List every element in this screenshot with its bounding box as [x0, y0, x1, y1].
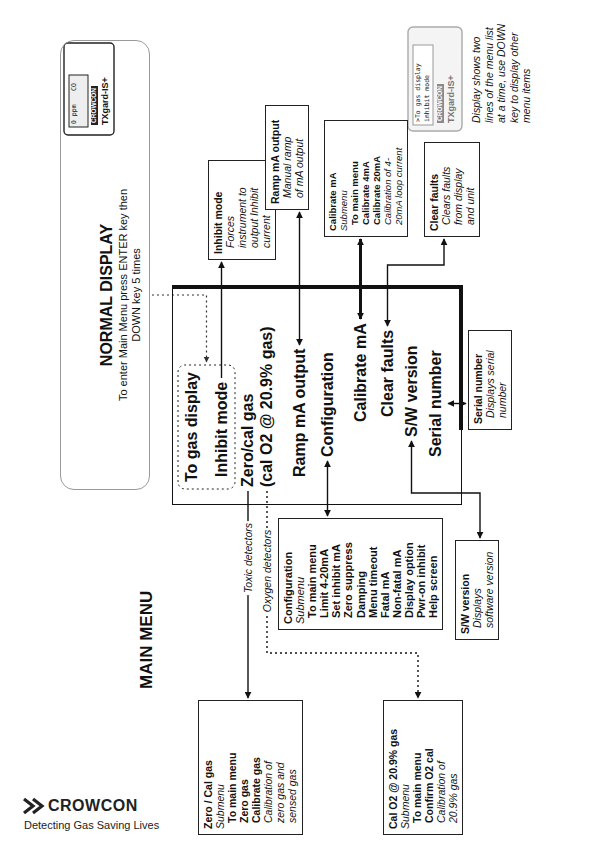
submenu-box: Zero / Cal gasSubmenuTo main menuZero ga… [198, 700, 303, 835]
menu-item: Calibrate mA [350, 321, 371, 424]
menu-connector [359, 239, 362, 319]
submenu-option: Help screen [427, 524, 439, 624]
menu-item-text: To gas display [182, 372, 201, 482]
menu-item: Configuration [317, 350, 338, 459]
submenu-option: Limit 4-20mA [318, 524, 330, 624]
submenu-box: Serial numberDisplays serial number [468, 330, 512, 430]
menu-item-text: Inhibit mode [212, 382, 231, 477]
submenu-option: Calibrate 20mA [372, 126, 383, 231]
connector-label: Oxygen detectors [261, 528, 274, 614]
menu-item-text: Clear faults [378, 330, 397, 417]
dotted-group-outline [178, 365, 235, 489]
submenu-option: Calibrate 4mA [361, 126, 372, 231]
description-text: Calibration of 4-20mA loop current [383, 147, 405, 231]
submenu-option: Set inhibit mA [330, 524, 342, 624]
submenu-box: Cal O2 @ 20.9% gasSubmenuTo main menuCon… [383, 700, 463, 835]
menu-item-text: Calibrate mA [351, 323, 370, 422]
menu-connector [327, 461, 328, 516]
submenu-option: Fatal mA [379, 524, 391, 624]
submenu-option: Menu timeout [367, 524, 379, 624]
menu-item-text: (cal O2 @ 20.9% gas) [257, 326, 276, 487]
device-brand: CROWCON [91, 86, 98, 125]
menu-item: Serial number [425, 348, 446, 459]
device-illustration [64, 43, 114, 135]
device-brand: CROWCON [437, 84, 444, 123]
menu-item-text: Serial number [426, 350, 445, 457]
device-illustration-pale [408, 27, 462, 131]
note-text: Display shows two lines of the menu list… [470, 21, 533, 123]
box-heading: Zero / Cal gas [202, 706, 214, 829]
menu-connector [388, 239, 445, 326]
box-heading: Clear faults [428, 148, 440, 231]
menu-item-text: Zero/cal gas [238, 326, 257, 487]
device-model: TXgard-IS+ [101, 77, 110, 125]
menu-item: Clear faults [377, 328, 398, 419]
display-heading: NORMAL DISPLAY [97, 224, 117, 366]
description-text: Calibration of zero gas and sensed gas [262, 748, 298, 829]
description-text: Manual ramp of mA output [281, 126, 305, 204]
description-text: Displays serial number [484, 338, 508, 424]
submenu-option: Damping [355, 524, 367, 624]
submenu-option: To main menu [226, 706, 238, 829]
submenu-tag: Submenu [399, 706, 411, 829]
device-model: TXgard-IS+ [447, 75, 456, 123]
submenu-option: Calibrate gas [250, 706, 262, 829]
submenu-option: Pwr-on inhibit [415, 524, 427, 624]
submenu-box: Ramp mA outputManual ramp of mA output [265, 105, 309, 210]
description-text: Clears faults from display and unit [440, 153, 476, 231]
menu-item: To gas display [181, 370, 202, 484]
menu-item: Zero/cal gas(cal O2 @ 20.9% gas) [237, 324, 277, 489]
lcd-line: inhibit mode [424, 75, 431, 122]
box-heading: Calibrate mA [328, 126, 339, 231]
tagline: Detecting Gas Saving Lives [24, 820, 159, 831]
menu-item: Ramp mA output [289, 347, 310, 479]
dotted-pointer [152, 295, 207, 362]
submenu-box: Clear faultsClears faults from display a… [424, 142, 480, 237]
submenu-tag: Submenu [339, 126, 350, 231]
lcd-gas-name: CO [71, 83, 78, 91]
description-text: Displays software version [471, 546, 495, 634]
submenu-option: To main menu [350, 126, 361, 231]
box-heading: Inhibit mode [212, 166, 224, 254]
box-heading: Configuration [282, 524, 294, 624]
menu-item: S/W version [401, 343, 422, 439]
menu-item-text: Configuration [318, 352, 337, 457]
brand-name: CROWCON [48, 798, 138, 814]
box-heading: Ramp mA output [269, 111, 281, 204]
submenu-tag: Submenu [214, 706, 226, 829]
menu-item-text: Ramp mA output [290, 349, 309, 477]
submenu-box: ConfigurationSubmenuTo main menuLimit 4-… [278, 518, 443, 630]
box-heading: S/W version [459, 546, 471, 634]
box-heading: Cal O2 @ 20.9% gas [387, 706, 399, 829]
panel-heading: MAIN MENU [137, 591, 157, 689]
submenu-option: Display option [403, 524, 415, 624]
submenu-option: To main menu [411, 706, 423, 829]
instruction-text: To enter Main Menu press ENTER key then … [117, 188, 143, 403]
menu-connector [221, 262, 222, 378]
lcd-line: >To gas display [415, 63, 422, 122]
submenu-option: Confirm O2 cal [423, 706, 435, 829]
submenu-box: Calibrate mASubmenuTo main menuCalibrate… [324, 120, 408, 237]
menu-connector [448, 403, 466, 404]
connector-label: Toxic detectors [242, 521, 255, 595]
submenu-option: Zero suppress [342, 524, 354, 624]
description-text: Calibration of 20.9% gas [435, 748, 459, 829]
menu-item-text: S/W version [402, 345, 421, 437]
main-menu-panel: MAIN MENUTo gas displayInhibit modeZero/… [172, 285, 462, 505]
submenu-box: S/W versionDisplays software version [455, 540, 499, 640]
lcd-reading: 0 ppm [71, 104, 78, 124]
submenu-tag: Submenu [294, 524, 306, 624]
menu-connector [299, 212, 300, 345]
logo-mark [24, 799, 42, 813]
menu-item: Inhibit mode [211, 380, 232, 479]
submenu-option: Non-fatal mA [391, 524, 403, 624]
submenu-option: To main menu [306, 524, 318, 624]
submenu-option: Zero gas [238, 706, 250, 829]
box-heading: Serial number [472, 336, 484, 424]
